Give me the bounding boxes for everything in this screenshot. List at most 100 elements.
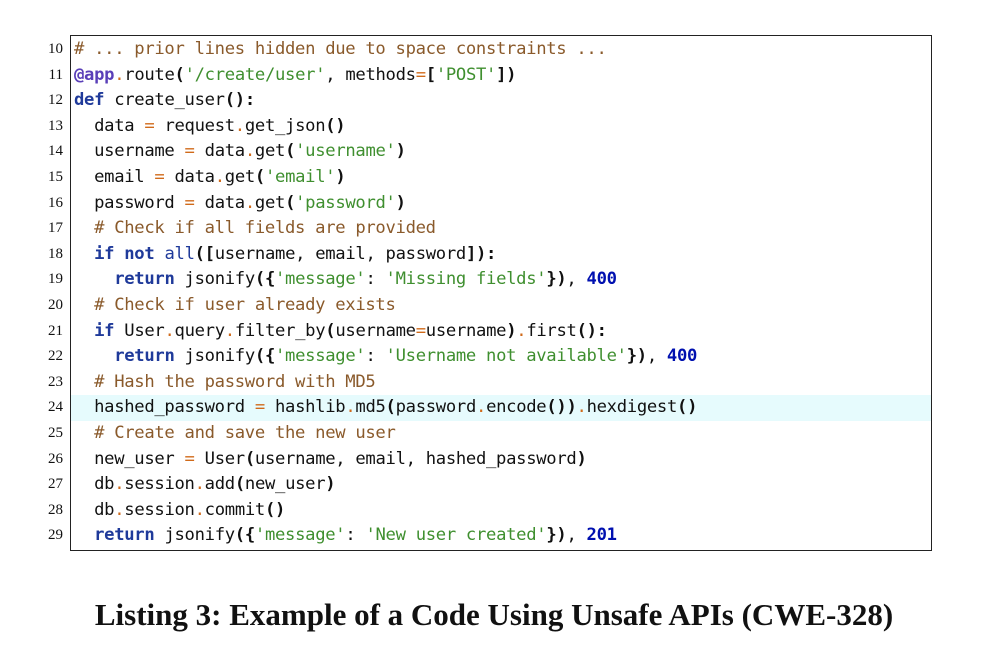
code-line: 24 hashed_password = hashlib.md5(passwor… <box>48 395 931 421</box>
code-token: ) <box>576 448 587 469</box>
code-token: db <box>74 499 115 520</box>
code-token: User <box>194 448 246 469</box>
code-token: : <box>365 269 386 290</box>
code-token: username <box>425 320 507 341</box>
code-token: . <box>194 499 205 520</box>
code-token: [ <box>425 64 436 85</box>
code-listing: 10 # ... prior lines hidden due to space … <box>48 35 932 551</box>
code-text: return jsonify({'message': 'Username not… <box>74 344 697 370</box>
code-token: = <box>184 192 195 213</box>
code-token: # Hash the password with MD5 <box>74 371 376 392</box>
code-token <box>74 525 94 545</box>
code-token: return <box>114 269 175 290</box>
line-number: 15 <box>48 169 63 185</box>
code-token: all <box>164 243 195 264</box>
code-token: = <box>184 141 195 162</box>
code-token: hexdigest <box>586 397 678 418</box>
code-token: session <box>124 499 195 520</box>
code-token: ([ <box>194 243 215 264</box>
code-token: data <box>74 115 145 136</box>
code-token: . <box>114 64 125 85</box>
line-number: 25 <box>48 425 63 441</box>
code-token: '/create/user' <box>184 64 326 85</box>
line-number: 12 <box>48 92 63 109</box>
code-line: 11@app.route('/create/user', methods=['P… <box>49 63 931 89</box>
code-token: () <box>677 397 698 418</box>
code-line: 15 email = data.get('email') <box>48 165 931 191</box>
code-token: ({ <box>254 346 275 367</box>
code-token <box>74 244 94 264</box>
code-text: # Hash the password with MD5 <box>74 370 376 396</box>
code-token: , methods <box>325 64 416 85</box>
code-token: jsonify <box>174 346 256 367</box>
code-token: ) <box>395 141 406 162</box>
code-token: ({ <box>234 525 255 546</box>
code-line: 26 new_user = User(username, email, hash… <box>48 447 931 473</box>
code-token <box>154 244 164 264</box>
code-token: () <box>264 499 286 520</box>
code-token: new_user <box>74 448 185 469</box>
code-token: first <box>526 320 577 341</box>
code-token: 'Username not available' <box>385 346 627 367</box>
code-token: 'POST' <box>435 64 497 85</box>
code-token: ( <box>244 448 255 469</box>
line-number: 27 <box>48 476 63 493</box>
code-token: 'password' <box>295 192 396 213</box>
code-token: . <box>194 474 205 495</box>
code-line: 20 # Check if user already exists <box>48 293 931 319</box>
code-token: ( <box>325 320 336 341</box>
code-token: : <box>345 525 366 546</box>
code-line: 18 if not all([username, email, password… <box>48 242 931 268</box>
code-text: data = request.get_json() <box>74 114 346 140</box>
code-token: (): <box>576 320 607 341</box>
code-token: ]) <box>496 64 517 85</box>
code-text: return jsonify({'message': 'Missing fiel… <box>74 267 617 293</box>
line-number: 26 <box>48 450 63 467</box>
code-token: 201 <box>586 525 617 546</box>
code-token: = <box>184 448 195 469</box>
code-token: 'username' <box>295 141 396 162</box>
code-token: md5 <box>355 397 386 418</box>
code-token: @app <box>74 64 115 85</box>
code-token: . <box>114 499 125 520</box>
code-token: jsonify <box>174 269 256 290</box>
code-token: new_user <box>244 474 326 495</box>
code-text: username = data.get('username') <box>74 139 406 165</box>
code-line: 19 return jsonify({'message': 'Missing f… <box>48 267 931 293</box>
line-number: 10 <box>48 41 63 57</box>
line-number: 13 <box>48 117 63 134</box>
code-line: 13 data = request.get_json() <box>48 114 931 140</box>
code-token: 400 <box>666 346 698 367</box>
code-token: data <box>194 141 246 162</box>
code-token: db <box>74 474 115 495</box>
line-number: 29 <box>48 527 63 544</box>
code-token: ) <box>335 167 346 187</box>
code-token: 'Missing fields' <box>385 269 547 290</box>
code-token: ( <box>285 192 296 213</box>
code-token <box>74 346 114 366</box>
code-token: username <box>335 320 416 341</box>
code-token: ( <box>254 167 265 187</box>
code-token: data <box>164 167 216 187</box>
code-line: 16 password = data.get('password') <box>48 191 931 217</box>
code-token: username, email, hashed_password <box>254 448 577 469</box>
code-token: = <box>144 115 155 136</box>
code-token: get <box>224 167 255 187</box>
code-token: query <box>174 320 226 341</box>
code-token: return <box>94 525 155 546</box>
code-line: 28 db.session.commit() <box>48 498 931 524</box>
code-text: password = data.get('password') <box>74 191 406 217</box>
code-text: # ... prior lines hidden due to space co… <box>74 37 607 63</box>
code-token: () <box>325 115 346 136</box>
code-token: route <box>124 64 175 85</box>
line-number: 14 <box>48 143 63 160</box>
code-token: User <box>114 320 165 341</box>
code-token: ]): <box>465 243 497 264</box>
code-text: return jsonify({'message': 'New user cre… <box>74 523 617 549</box>
code-token: get <box>254 141 286 162</box>
code-token: if <box>94 320 115 341</box>
code-token: data <box>194 192 246 213</box>
line-number: 17 <box>48 220 63 237</box>
code-text: # Check if user already exists <box>74 293 396 319</box>
code-token: username, email, password <box>214 243 467 264</box>
